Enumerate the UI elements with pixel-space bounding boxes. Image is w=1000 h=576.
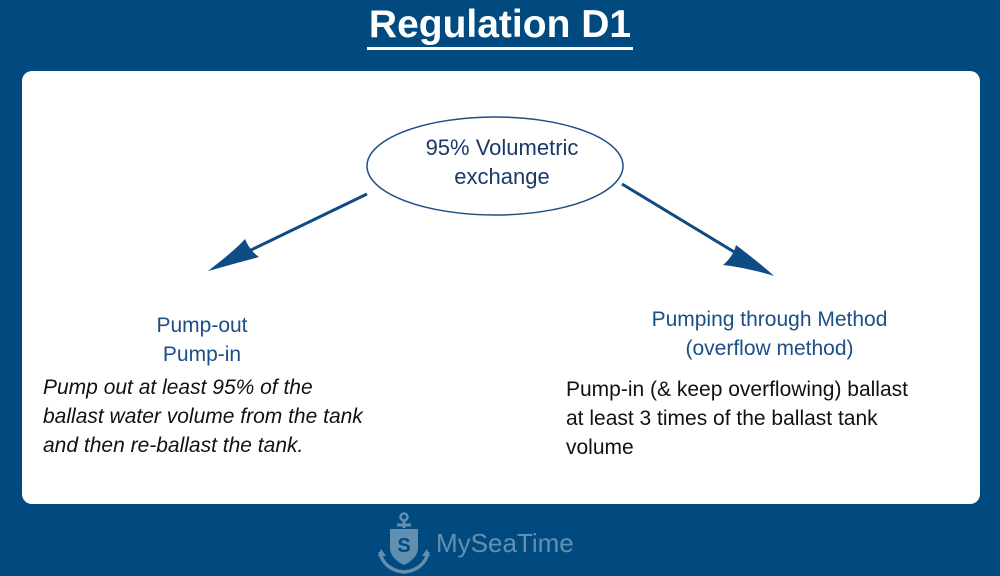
left-arrow — [208, 192, 368, 271]
center-label-line: 95% Volumetric — [425, 135, 579, 160]
svg-text:S: S — [397, 535, 410, 557]
left-description-line: ballast water volume from the tank — [43, 405, 363, 428]
left-option-heading: Pump-out Pump-in — [102, 311, 302, 369]
left-heading-line: Pump-out — [156, 314, 248, 337]
right-option-heading: Pumping through Method (overflow method) — [582, 305, 957, 363]
page-title: Regulation D1 — [0, 2, 1000, 50]
diagram-panel: 95% Volumetric exchange Pump-out Pump-in… — [22, 71, 980, 504]
page-title-text: Regulation D1 — [366, 3, 634, 50]
right-description-line: volume — [566, 436, 634, 459]
left-option-description: Pump out at least 95% of the ballast wat… — [43, 373, 363, 460]
center-ellipse — [366, 116, 624, 216]
left-description-line: and then re-ballast the tank. — [43, 434, 304, 457]
anchor-shield-icon: S — [378, 512, 430, 574]
left-heading-line: Pump-in — [162, 343, 242, 366]
right-heading-line: (overflow method) — [685, 337, 854, 360]
right-arrow — [621, 182, 774, 276]
diagram-graphics — [208, 116, 774, 276]
center-ellipse-label: 95% Volumetric exchange — [402, 133, 602, 191]
left-description-line: Pump out at least 95% of the — [43, 376, 313, 399]
center-label-line: exchange — [454, 164, 550, 189]
right-description-line: Pump-in (& keep overflowing) ballast — [566, 378, 908, 401]
right-option-description: Pump-in (& keep overflowing) ballast at … — [566, 375, 908, 462]
brand-logo-text: MySeaTime — [436, 528, 574, 558]
right-heading-line: Pumping through Method — [651, 308, 888, 331]
right-description-line: at least 3 times of the ballast tank — [566, 407, 878, 430]
